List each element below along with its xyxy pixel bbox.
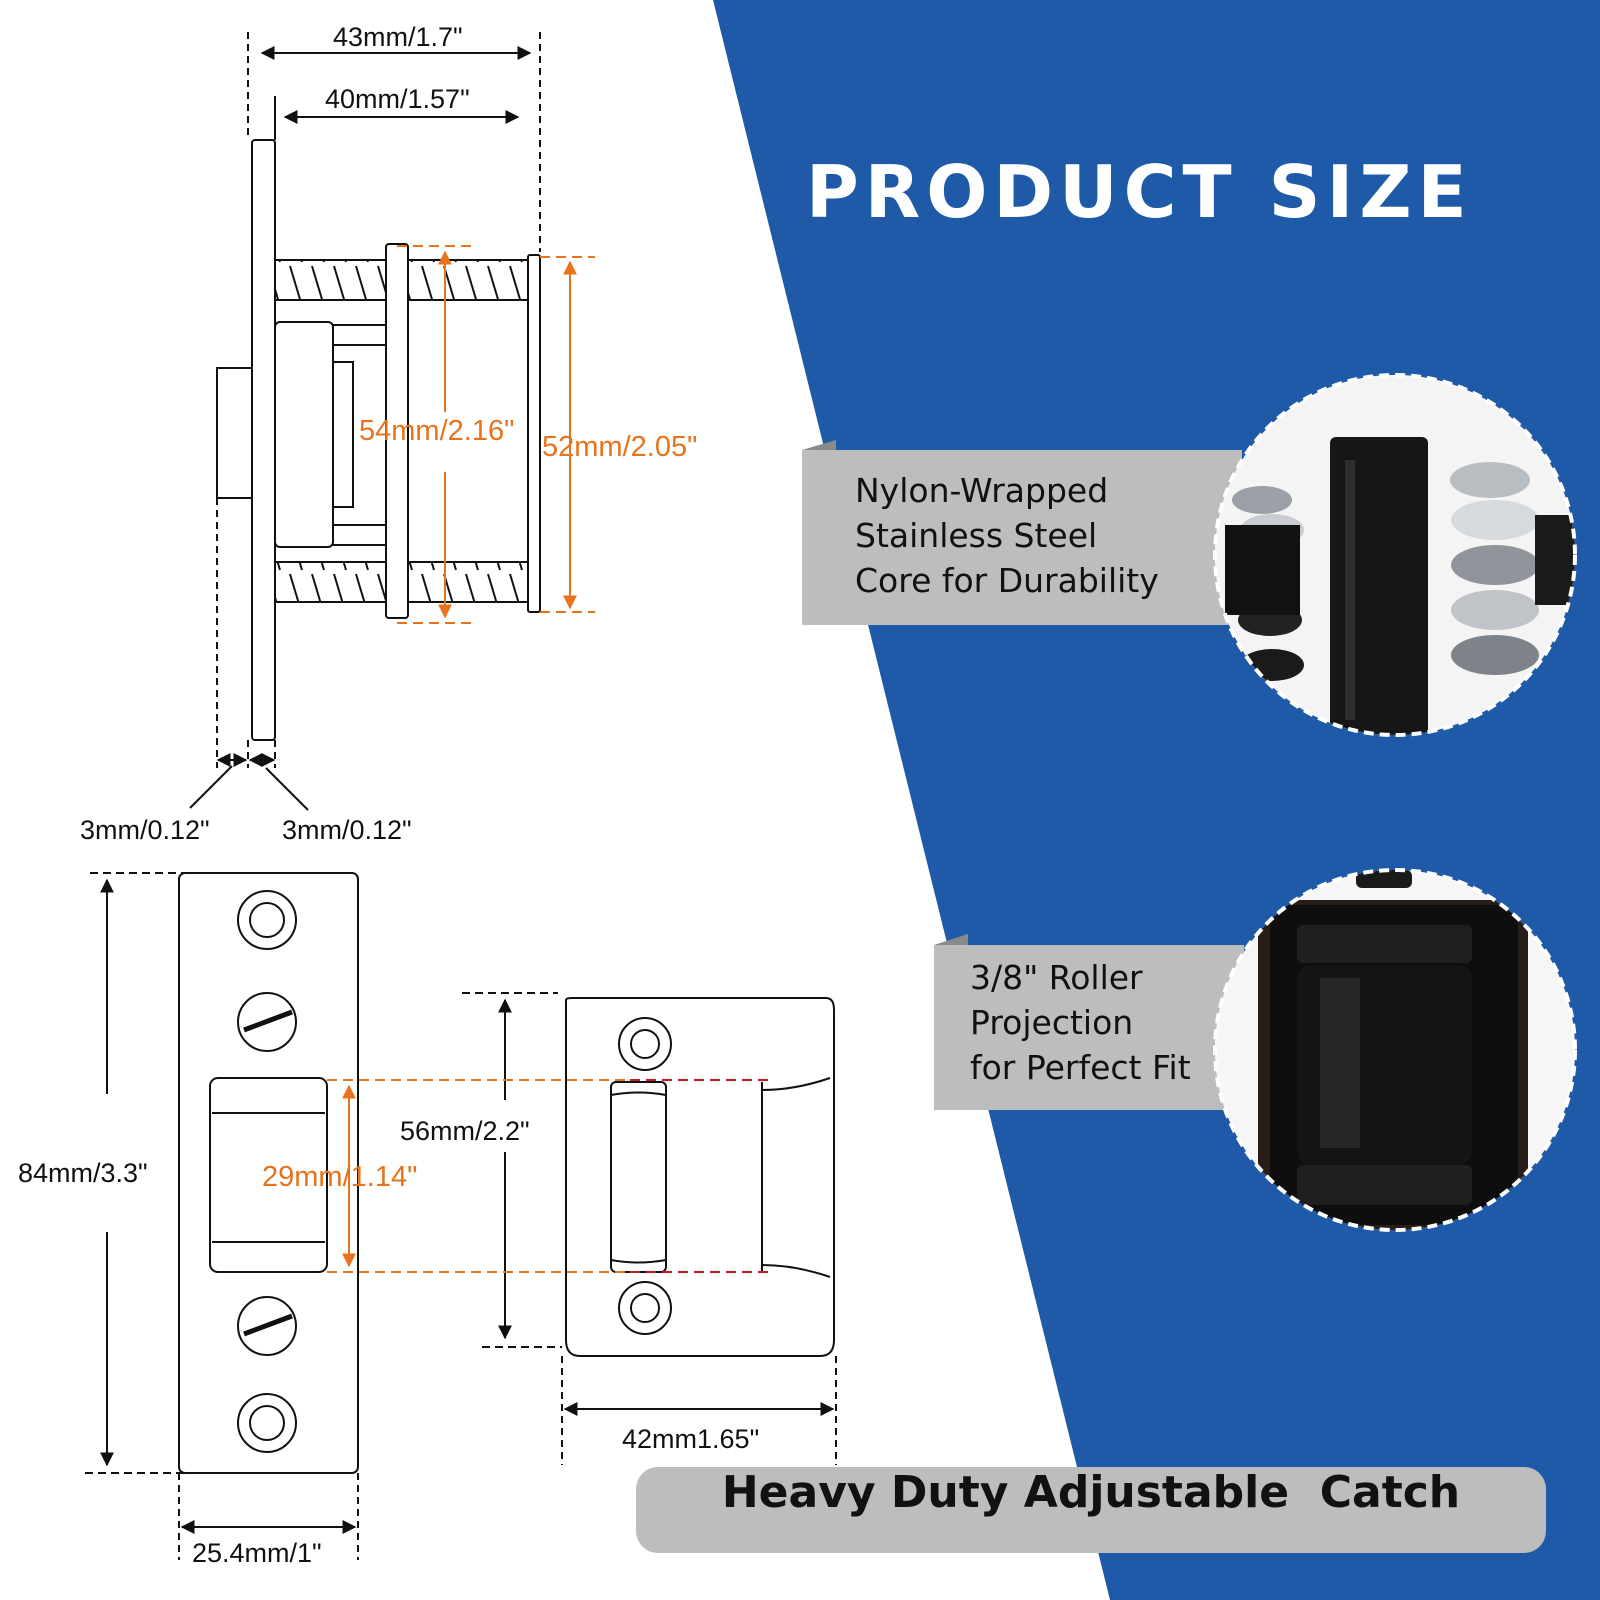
roller-callout <box>934 868 1577 1232</box>
strike-plate-drawing <box>462 992 837 1465</box>
banner-title: Heavy Duty Adjustable Catch <box>721 1467 1461 1518</box>
orange-dimension-lines <box>397 245 595 624</box>
dimension-overall-depth: 43mm/1.7" <box>333 22 463 52</box>
dimension-strike-width: 42mm1.65" <box>622 1424 760 1454</box>
dimension-body-length: 40mm/1.57" <box>325 84 470 114</box>
spring-callout-line: Stainless Steel <box>855 516 1098 555</box>
dimension-strike-height: 56mm/2.2" <box>400 1116 530 1146</box>
spring-callout-line: Nylon-Wrapped <box>855 471 1109 510</box>
faceplate-drawing <box>85 872 359 1560</box>
blue-panel <box>713 0 1600 1600</box>
roller-callout-line: Projection <box>970 1003 1134 1042</box>
spring-callout-text: Nylon-Wrapped Stainless Steel Core for D… <box>855 468 1159 603</box>
dimension-roller-height: 29mm/1.14" <box>262 1161 418 1193</box>
spring-callout-line: Core for Durability <box>855 561 1159 600</box>
roller-callout-line: for Perfect Fit <box>970 1048 1191 1087</box>
spring-callout <box>802 373 1577 737</box>
roller-callout-text: 3/8" Roller Projection for Perfect Fit <box>970 955 1191 1090</box>
dimension-plate-thickness-left: 3mm/0.12" <box>80 815 210 845</box>
dimension-thread-height: 52mm/2.05" <box>542 431 698 463</box>
dimension-plate-thickness-right: 3mm/0.12" <box>282 815 412 845</box>
roller-callout-line: 3/8" Roller <box>970 958 1143 997</box>
dimension-flange-height: 54mm/2.16" <box>359 415 515 447</box>
side-view-drawing <box>189 32 541 811</box>
page-title: PRODUCT SIZE <box>806 150 1473 234</box>
banner-box <box>636 1467 1546 1553</box>
roller-guide-lines <box>327 1079 770 1273</box>
dimension-faceplate-width: 25.4mm/1" <box>192 1538 322 1568</box>
dimension-faceplate-height: 84mm/3.3" <box>18 1158 148 1188</box>
